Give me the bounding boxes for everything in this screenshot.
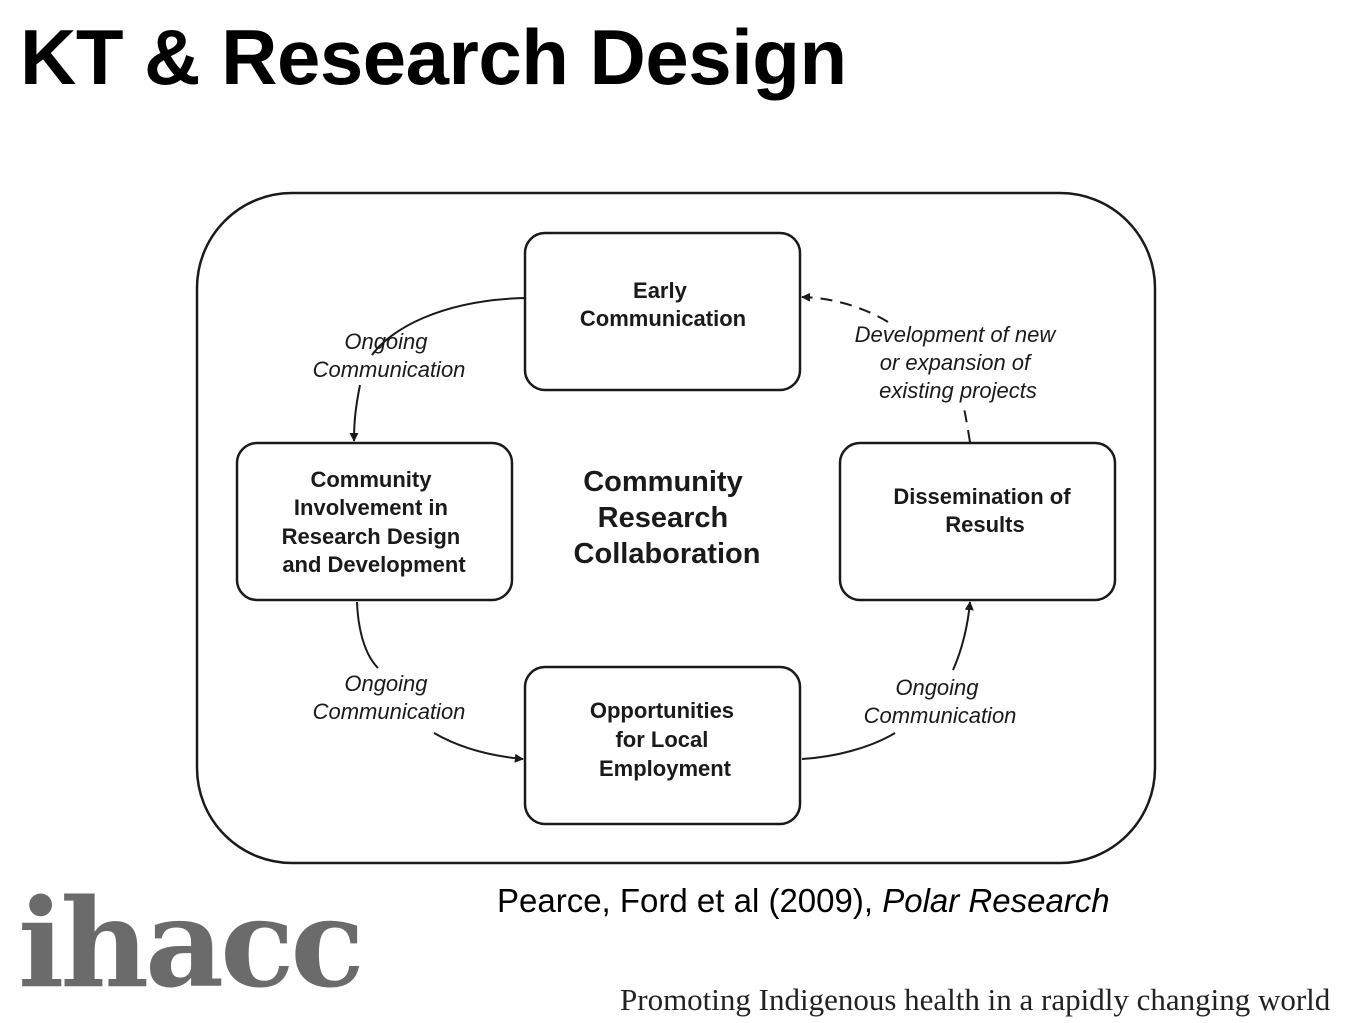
flow-label-bottom-right: Ongoing Communication bbox=[864, 675, 1017, 728]
arrow-involvement-to-employment bbox=[356, 601, 523, 759]
flow-label-top-left: Ongoing Communication bbox=[313, 329, 466, 382]
box-early-communication bbox=[523, 231, 802, 392]
footer-tagline: Promoting Indigenous health in a rapidly… bbox=[620, 982, 1331, 1017]
box-community-involvement bbox=[235, 441, 514, 602]
box-early-communication-label: Early Communication bbox=[580, 278, 746, 331]
arrow-early-to-involvement bbox=[354, 297, 526, 441]
center-label: Community Research Collaboration bbox=[574, 466, 761, 570]
box-local-employment-label: Opportunities for Local Employment bbox=[590, 698, 740, 781]
outer-frame bbox=[195, 191, 1157, 865]
flow-label-bottom-left: Ongoing Communication bbox=[313, 671, 466, 724]
citation-journal: Polar Research bbox=[882, 882, 1110, 919]
flow-label-top-right: Development of new or expansion of exist… bbox=[855, 322, 1062, 403]
citation-authors: Pearce, Ford et al (2009), bbox=[497, 882, 874, 919]
arrow-dissemination-to-early-dashed bbox=[802, 297, 971, 443]
ihacc-logo: ihacc bbox=[18, 871, 365, 1015]
citation: Pearce, Ford et al (2009), Polar Researc… bbox=[497, 882, 1110, 920]
slide-title: KT & Research Design bbox=[20, 13, 847, 101]
box-local-employment bbox=[523, 665, 802, 826]
box-dissemination-label: Dissemination of Results bbox=[893, 484, 1076, 537]
arrow-employment-to-dissemination bbox=[801, 602, 970, 760]
box-community-involvement-label: Community Involvement in Research Design… bbox=[282, 467, 467, 577]
